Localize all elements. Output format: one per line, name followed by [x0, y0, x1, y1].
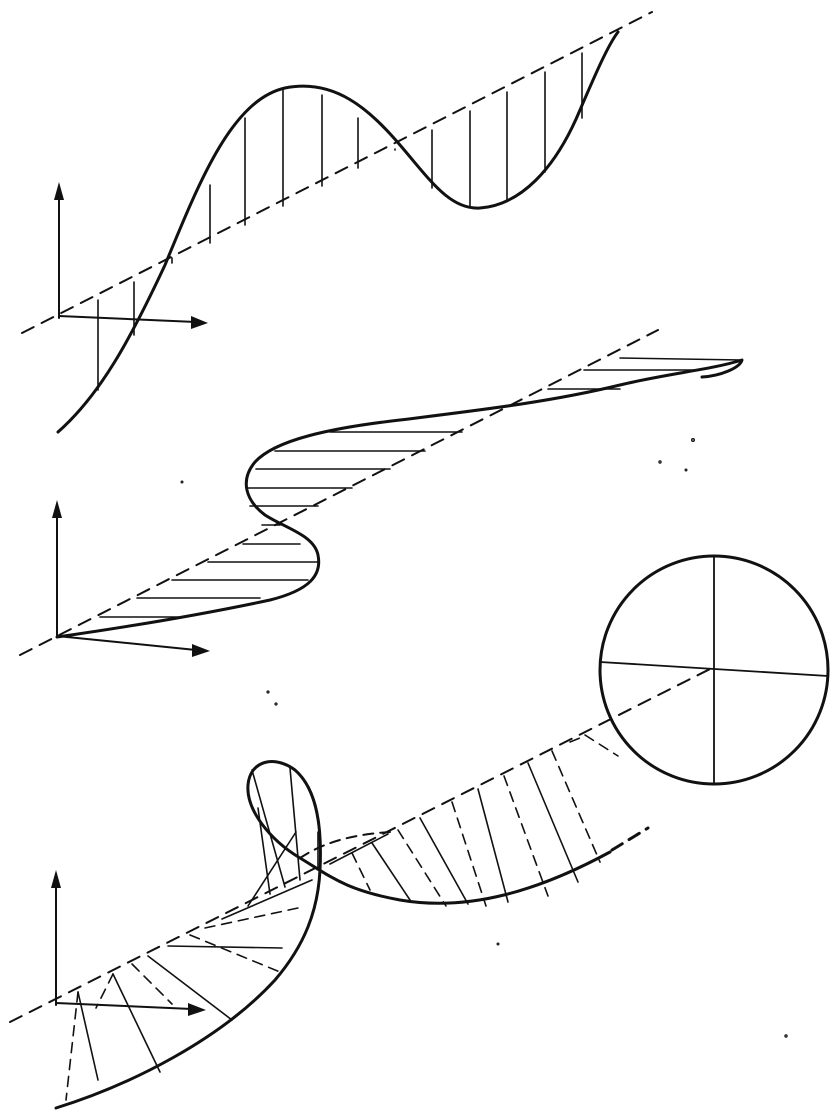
propagation-axis-dashed [21, 11, 653, 334]
helix-line-dashed [95, 973, 114, 1009]
helix-line [527, 762, 579, 883]
propagation-axis-dashed [9, 667, 713, 1023]
circular-wave-curve [54, 760, 612, 1110]
y-axis-arrowhead-icon [52, 500, 62, 518]
curve-tail-dashed [610, 826, 650, 852]
helix-line [167, 945, 283, 949]
helix-line [251, 769, 286, 888]
helix-line [289, 767, 301, 881]
x-axis-arrow [58, 315, 197, 323]
helix-line-dashed [584, 734, 619, 757]
helix-line-dashed [551, 750, 601, 863]
circle-horizontal-diameter [599, 661, 829, 677]
wave-hatching [99, 369, 701, 618]
helix-line-dashed [65, 991, 79, 1101]
x-axis-arrow [56, 635, 197, 651]
helix-line [329, 833, 389, 865]
x-axis-arrowhead-icon [191, 316, 208, 329]
helix-line [247, 831, 297, 907]
x-axis-arrowhead-icon [188, 1003, 206, 1016]
helix-line-dashed [451, 801, 487, 907]
hatch-top-edge [619, 357, 743, 361]
helix-line [112, 973, 161, 1073]
helix-line [221, 879, 313, 920]
helix-line [371, 842, 411, 901]
helix-line-dashed [569, 737, 581, 743]
helix-line [77, 991, 99, 1081]
vertical-wave-curve [56, 30, 620, 434]
helix-hatching [65, 734, 619, 1101]
circular-wave-back-dashed [299, 831, 391, 859]
helix-line [419, 817, 469, 905]
panel-horizontal-wave [19, 329, 744, 657]
propagation-axis-dashed [19, 329, 659, 656]
helix-line [147, 955, 233, 1021]
helix-line-dashed [204, 907, 299, 929]
helix-line-dashed [503, 775, 549, 897]
horizontal-wave-curve [55, 358, 744, 639]
panel-vertical-wave [21, 11, 653, 434]
x-axis-arrow [55, 1002, 193, 1010]
y-axis-arrowhead-icon [51, 870, 61, 888]
helix-line [477, 788, 509, 903]
helix-line-dashed [397, 829, 447, 907]
decorative-specks [180, 438, 788, 1038]
panel-circular-wave [9, 554, 830, 1110]
wave-hatching [97, 52, 583, 391]
y-axis-arrowhead-icon [54, 182, 64, 200]
x-axis-arrowhead-icon [192, 644, 210, 657]
helix-line-dashed [131, 963, 173, 1005]
helix-line-dashed [189, 934, 281, 973]
helix-line-dashed [351, 852, 371, 891]
